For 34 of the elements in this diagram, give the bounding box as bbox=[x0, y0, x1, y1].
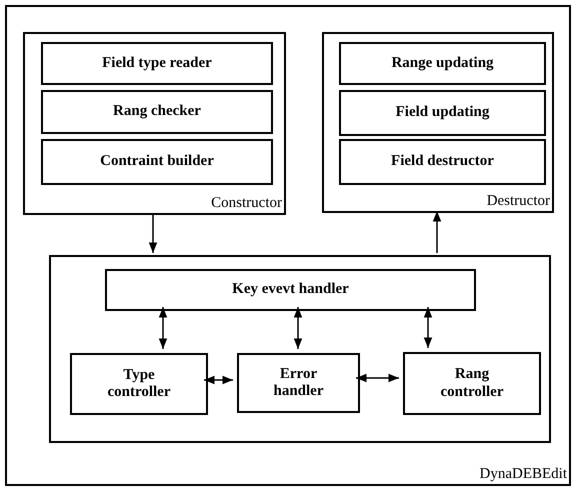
arrow bbox=[356, 374, 399, 382]
module-box bbox=[49, 255, 551, 443]
arrow bbox=[294, 307, 302, 349]
box-label: Error handler bbox=[272, 366, 324, 400]
box-label: Key evevt handler bbox=[232, 281, 349, 299]
module-box bbox=[23, 32, 286, 215]
process-box bbox=[41, 90, 273, 134]
arrow bbox=[424, 307, 432, 348]
process-box bbox=[339, 90, 546, 136]
process-box bbox=[339, 139, 546, 185]
box-label: Field type reader bbox=[102, 54, 212, 72]
process-box bbox=[41, 42, 273, 85]
box-label: Rang checker bbox=[113, 103, 201, 121]
box-label: Contraint builder bbox=[100, 153, 214, 171]
component-label: Constructor bbox=[211, 195, 282, 212]
component-label: DynaDEBEdit bbox=[480, 466, 567, 483]
process-box bbox=[339, 42, 546, 85]
arrow bbox=[158, 307, 168, 349]
process-box bbox=[41, 139, 273, 185]
module-box bbox=[322, 32, 554, 213]
component-label: Destructor bbox=[486, 193, 550, 210]
box-label: Type controller bbox=[106, 366, 172, 402]
box-label: Rang controller bbox=[439, 366, 505, 401]
arrow bbox=[148, 213, 158, 253]
arrow bbox=[204, 376, 233, 384]
component-frame bbox=[5, 5, 571, 486]
process-box bbox=[105, 269, 476, 311]
box-label: Range updating bbox=[391, 54, 494, 72]
process-box bbox=[70, 353, 208, 415]
process-box bbox=[237, 353, 360, 413]
arrow bbox=[432, 211, 442, 253]
box-label: Field updating bbox=[396, 104, 490, 122]
process-box bbox=[403, 352, 541, 415]
box-label: Field destructor bbox=[391, 153, 494, 171]
